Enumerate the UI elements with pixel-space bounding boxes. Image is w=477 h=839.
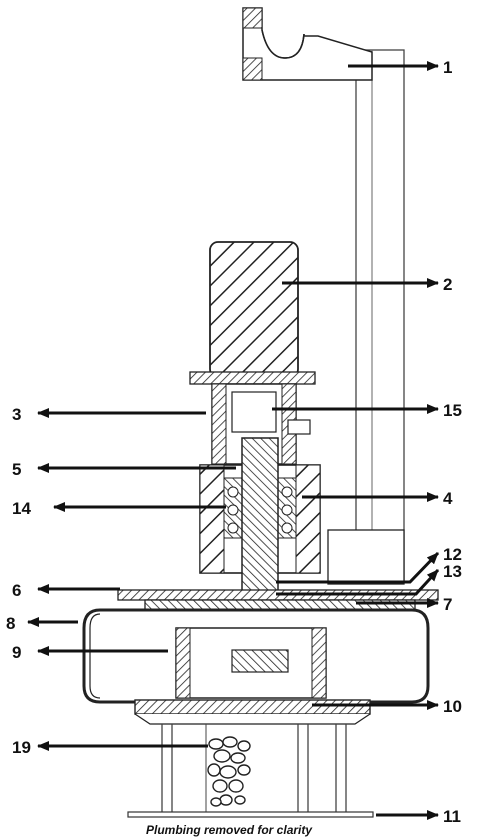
callout-3: 3 xyxy=(12,405,21,424)
callout-12: 12 xyxy=(443,545,462,564)
callout-labels: 1 2 3 15 5 14 4 12 13 6 7 8 9 10 19 11 xyxy=(6,58,462,826)
callout-13: 13 xyxy=(443,562,462,581)
side-box xyxy=(327,529,405,585)
callout-15: 15 xyxy=(443,401,462,420)
support-column xyxy=(355,49,405,581)
callout-10: 10 xyxy=(443,697,462,716)
callout-8: 8 xyxy=(6,614,15,633)
callout-arrows xyxy=(27,61,440,820)
callout-14: 14 xyxy=(12,499,31,518)
callout-2: 2 xyxy=(443,275,452,294)
callout-6: 6 xyxy=(12,581,21,600)
callout-4: 4 xyxy=(443,489,453,508)
callout-7: 7 xyxy=(443,595,452,614)
lower-legs xyxy=(161,724,347,815)
callout-5: 5 xyxy=(12,460,21,479)
callout-19: 19 xyxy=(12,738,31,757)
diagram-caption: Plumbing removed for clarity xyxy=(146,823,313,837)
callout-11: 11 xyxy=(443,807,461,826)
upper-flange xyxy=(189,371,316,385)
callout-1: 1 xyxy=(443,58,452,77)
floor-plate xyxy=(127,811,374,818)
bottom-ring xyxy=(134,699,371,725)
top-yoke xyxy=(242,7,373,81)
motor-block xyxy=(209,241,299,378)
bearings xyxy=(223,477,297,539)
foam-bubbles xyxy=(207,736,251,807)
impeller-cup xyxy=(175,627,327,699)
callout-9: 9 xyxy=(12,643,21,662)
